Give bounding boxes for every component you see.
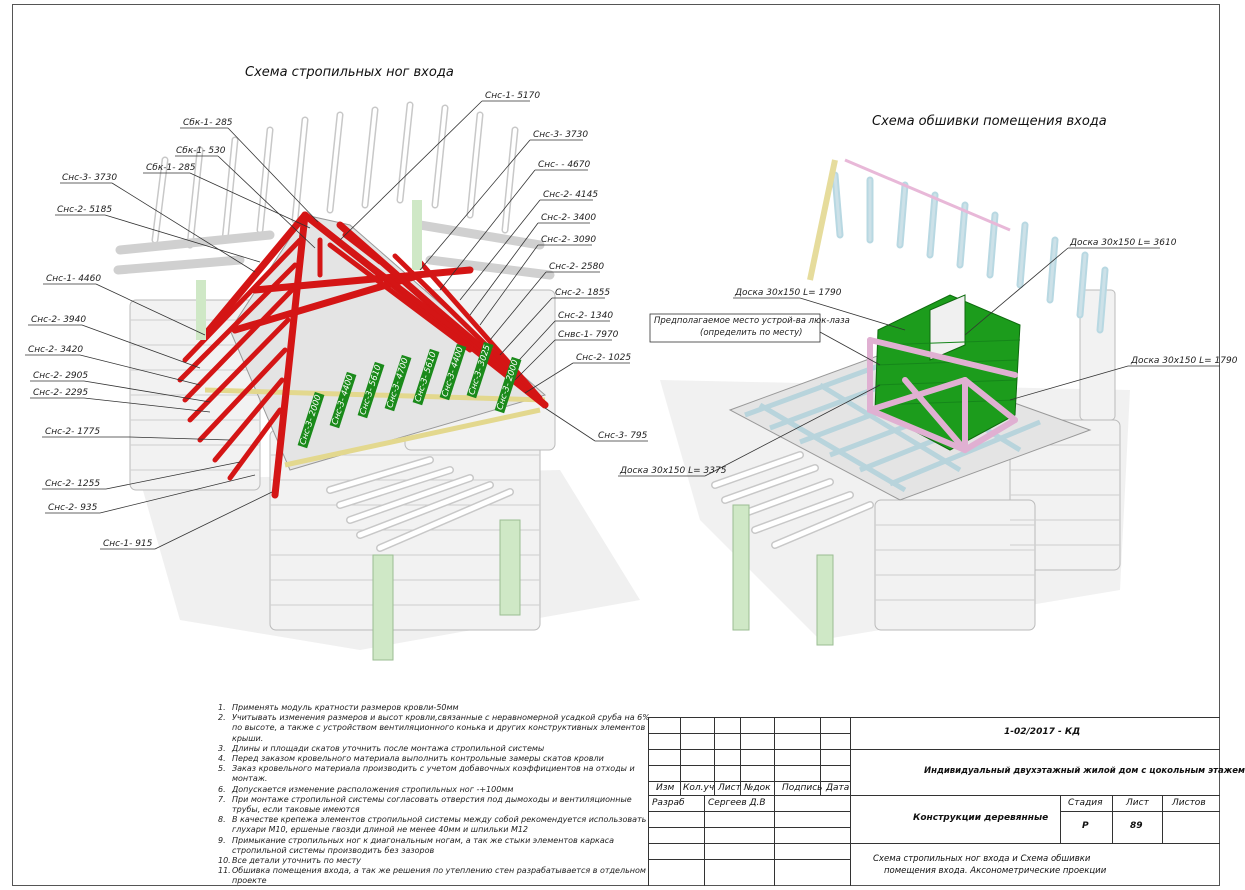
rafter-label: Снвс-1- 7970 — [558, 330, 619, 340]
note-text: Длины и площади скатов уточнить после мо… — [232, 743, 545, 753]
rafter-label: Снс-1- 915 — [103, 539, 153, 549]
rafter-label: Снс- - 4670 — [538, 160, 591, 170]
stage-value: Р — [1082, 821, 1089, 831]
note-item: 4. Перед заказом кровельного материала вы… — [218, 754, 650, 764]
note-item: 10.Все детали уточнить по месту — [218, 856, 650, 866]
note-text: Заказ кровельного материала производить … — [232, 764, 635, 784]
note-item: 5. Заказ кровельного материала производит… — [218, 764, 650, 784]
note-text: Применять модуль кратности размеров кров… — [232, 703, 459, 712]
note-text: Перед заказом кровельного материала выпо… — [232, 754, 604, 764]
section-name: Конструкции деревянные — [913, 813, 1049, 823]
rafter-label: Снс-2- 1255 — [45, 479, 101, 489]
note-text: Примыкание стропильных ног к диагональны… — [232, 835, 615, 855]
note-number: 11. — [218, 866, 231, 876]
sheet-description: помещения входа. Аксонометрические проек… — [884, 866, 1107, 876]
document-code: 1-02/2017 - КД — [1004, 727, 1081, 737]
hatch-note: Предполагаемое место устрой-ва люк-лаза — [654, 316, 850, 326]
rafter-label: Сбк-1- 285 — [146, 163, 196, 173]
rafter-label: Снс-2- 5185 — [57, 205, 113, 215]
general-notes: 1. Применять модуль кратности размеров кр… — [218, 703, 650, 887]
rafter-label: Снс-1- 4460 — [46, 274, 102, 284]
note-item: 3. Длины и площади скатов уточнить после … — [218, 744, 650, 754]
note-number: 1. — [218, 703, 226, 712]
note-item: 9. Примыкание стропильных ног к диагональ… — [218, 836, 650, 856]
note-number: 10. — [218, 856, 231, 866]
note-item: 11.Обшивка помещения входа, а так же реш… — [218, 866, 650, 886]
header-list: Лист — [718, 783, 741, 793]
board-label: Доска 30х150 L= 1790 — [735, 288, 842, 298]
header-listov: Листов — [1172, 798, 1206, 808]
note-text: В качестве крепежа элементов стропильной… — [232, 815, 647, 835]
rafter-label: Снс-2- 2905 — [33, 371, 89, 381]
rafter-label: Снс-1- 5170 — [485, 91, 541, 101]
rafter-label: Снс-3- 3730 — [533, 130, 589, 140]
project-name: Индивидуальный двухэтажный жилой дом с ц… — [924, 766, 1245, 776]
note-number: 3. — [218, 743, 226, 753]
rafter-label: Сбк-1- 530 — [176, 146, 226, 156]
note-number: 8. — [218, 815, 226, 825]
note-text: При монтаже стропильной системы согласов… — [232, 794, 632, 815]
note-number: 5. — [218, 764, 226, 774]
note-number: 7. — [218, 794, 226, 804]
note-item: 2. Учитывать изменения размеров и высот к… — [218, 713, 650, 744]
sheet-description: Схема стропильных ног входа и Схема обши… — [873, 854, 1091, 864]
board-label: Доска 30х150 L= 3375 — [620, 466, 727, 476]
note-text: Учитывать изменения размеров и высот кро… — [232, 713, 650, 743]
rafter-label: Снс-2- 2295 — [33, 388, 89, 398]
rafter-label: Сбк-1- 285 — [183, 118, 233, 128]
note-number: 2. — [218, 713, 226, 723]
author-name: Сергеев Д.В — [708, 798, 766, 808]
rafter-label: Снс-2- 4145 — [543, 190, 599, 200]
header-ndok: №док — [744, 783, 771, 793]
board-label: Доска 30х150 L= 1790 — [1131, 356, 1238, 366]
note-item: 1. Применять модуль кратности размеров кр… — [218, 703, 650, 713]
rafter-label: Снс-2- 935 — [48, 503, 98, 513]
header-kolu: Кол.уч — [683, 783, 715, 793]
note-text: Обшивка помещения входа, а так же решени… — [232, 866, 646, 886]
sheet-number: 89 — [1130, 821, 1143, 831]
rafter-label: Снс-2- 3400 — [541, 213, 597, 223]
header-podpis: Подпись — [782, 783, 823, 793]
board-label: Доска 30х150 L= 3610 — [1070, 238, 1177, 248]
rafter-label: Снс-3- 3730 — [62, 173, 118, 183]
left-scheme-title: Схема стропильных ног входа — [245, 65, 454, 80]
note-number: 6. — [218, 784, 226, 794]
note-number: 4. — [218, 754, 226, 764]
rafter-label: Снс-2- 1775 — [45, 427, 101, 437]
header-data: Дата — [826, 783, 850, 793]
note-text: Допускается изменение расположения строп… — [232, 784, 514, 794]
note-item: 6. Допускается изменение расположения стр… — [218, 785, 650, 795]
rafter-label: Снс-2- 3940 — [31, 315, 87, 325]
hatch-note: (определить по месту) — [700, 328, 803, 338]
note-item: 8. В качестве крепежа элементов стропильн… — [218, 815, 650, 835]
right-scheme-title: Схема обшивки помещения входа — [872, 114, 1107, 129]
rafter-label: Снс-2- 1025 — [576, 353, 632, 363]
rafter-label: Снс-2- 2580 — [549, 262, 605, 272]
rafter-label: Снс-2- 3420 — [28, 345, 84, 355]
rafter-label: Снс-2- 1340 — [558, 311, 614, 321]
role-razrab: Разраб — [652, 798, 685, 808]
rafter-label: Снс-2- 1855 — [555, 288, 611, 298]
note-text: Все детали уточнить по месту — [232, 856, 362, 866]
note-item: 7. При монтаже стропильной системы соглас… — [218, 795, 650, 815]
rafter-label: Снс-3- 795 — [598, 431, 648, 441]
sheet-frame — [12, 4, 1220, 886]
note-number: 9. — [218, 835, 226, 845]
header-izm: Изм — [656, 783, 675, 793]
title-block: 1-02/2017 - КД Индивидуальный двухэтажны… — [648, 717, 1245, 886]
header-list: Лист — [1126, 798, 1149, 808]
rafter-label: Снс-2- 3090 — [541, 235, 597, 245]
header-stadia: Стадия — [1068, 798, 1103, 808]
